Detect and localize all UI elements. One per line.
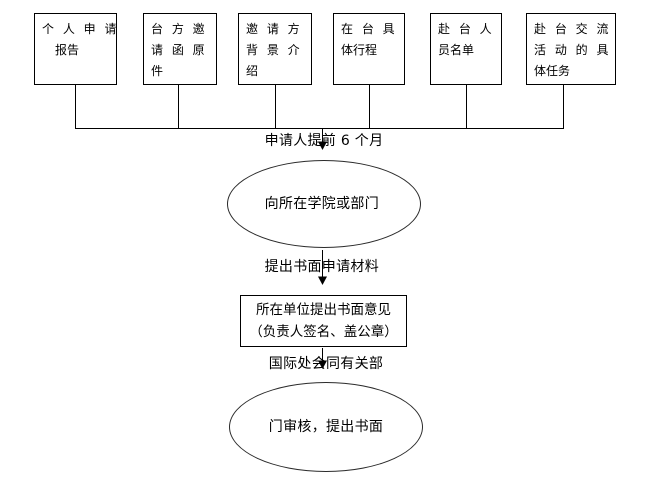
doc-box-line: 件 [151,64,164,78]
step-unit-opinion-box: 所在单位提出书面意见 （负责人签名、盖公章） [240,295,407,347]
doc-box-exchange-tasks: 赴 台 交 流 活 动 的 具 体任务 [526,13,616,85]
doc-box-line: 台 方 邀 [151,22,205,36]
doc-box-line: 赴 台 交 流 [534,22,609,36]
doc-box-personal-application: 个 人 申 请 报告 [34,13,117,85]
doc-box-line: 绍 [246,64,259,78]
step-line: 向所在学院或部门 [264,195,379,212]
doc-box-line: 报告 [55,43,80,57]
doc-box-line: 请 函 原 [151,43,205,57]
step-line: 国际处会同有关部 [268,355,384,372]
doc-box-itinerary: 在 台 具 体行程 [333,13,405,85]
step-review-text: 国际处会同有关部 门审核，提出书面 意见 [269,312,383,480]
step-unit-opinion-text: 所在单位提出书面意见 （负责人签名、盖公章） [249,299,398,343]
step-line: 所在单位提出书面意见 [256,302,391,318]
doc-box-line: 在 台 具 [341,22,395,36]
doc-box-line: 体任务 [534,64,571,78]
doc-box-invitation-letter: 台 方 邀 请 函 原 件 [143,13,217,85]
doc-box-line: 赴 台 人 [438,22,492,36]
doc-box-line: 体行程 [341,43,378,57]
doc-box-line: 邀 请 方 [246,22,300,36]
doc-box-personnel-list: 赴 台 人 员名单 [430,13,502,85]
step-line: 门审核，提出书面 [268,418,384,435]
step-review-ellipse: 国际处会同有关部 门审核，提出书面 意见 [229,356,423,472]
doc-box-line: 员名单 [438,43,475,57]
doc-box-inviter-background: 邀 请 方 背 景 介 绍 [238,13,312,85]
doc-box-line: 活 动 的 具 [534,43,609,57]
step-line: 提出书面申请材料 [264,258,379,275]
step-line: 申请人提前 6 个月 [264,132,384,149]
step-apply-ellipse: 申请人提前 6 个月 向所在学院或部门 提出书面申请材料 [227,133,421,275]
doc-box-line: 个 人 申 请 [42,22,117,36]
step-line: （负责人签名、盖公章） [249,324,398,340]
step-apply-text: 申请人提前 6 个月 向所在学院或部门 提出书面申请材料 [265,89,384,320]
doc-box-line: 背 景 介 [246,43,300,57]
